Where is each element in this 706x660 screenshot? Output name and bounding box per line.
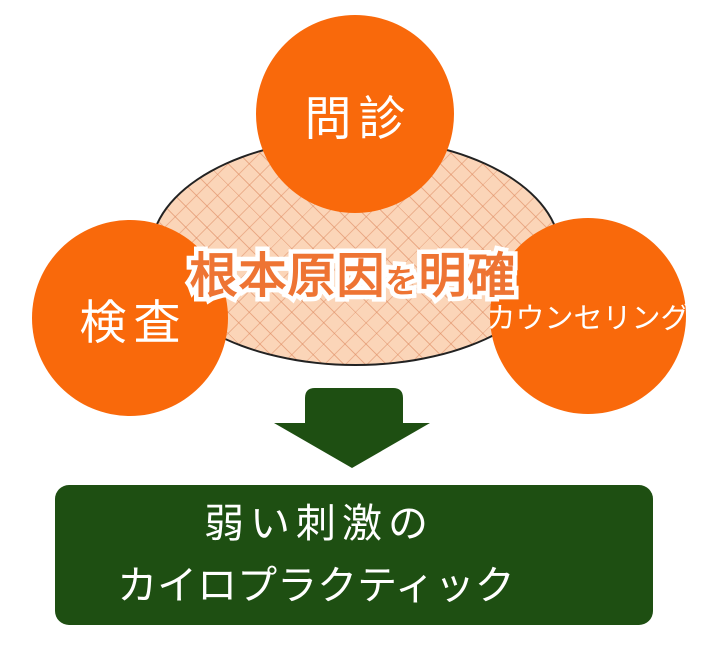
down-arrow-icon xyxy=(274,388,430,468)
caption-part1: 根本原因 xyxy=(185,246,389,308)
center-caption-outline-layer: 根本原因を明確 xyxy=(0,236,706,308)
center-caption: 根本原因を明確 根本原因を明確 xyxy=(0,236,706,308)
circle-counseling-label: カウンセリング xyxy=(486,303,690,335)
circle-counseling: カウンセリング xyxy=(487,218,690,414)
result-line-2: カイロプラクティック xyxy=(117,564,515,608)
circle-interview-label: 問診 xyxy=(304,91,413,145)
caption-part1: 根本原因 xyxy=(189,250,386,303)
down-arrow-shape xyxy=(274,388,430,468)
caption-particle: を xyxy=(381,259,422,304)
caption-part2: 明確 xyxy=(414,246,520,308)
caption-part2: 明確 xyxy=(418,250,517,303)
caption-particle: を xyxy=(385,263,419,299)
circle-interview: 問診 xyxy=(256,15,454,213)
result-line-1: 弱い刺激の xyxy=(204,502,434,546)
circle-examination: 検査 xyxy=(32,220,228,416)
circle-examination-label: 検査 xyxy=(79,295,188,349)
result-box: 弱い刺激の カイロプラクティック xyxy=(55,485,653,625)
center-caption-fill-layer: 根本原因を明確 xyxy=(0,236,706,306)
